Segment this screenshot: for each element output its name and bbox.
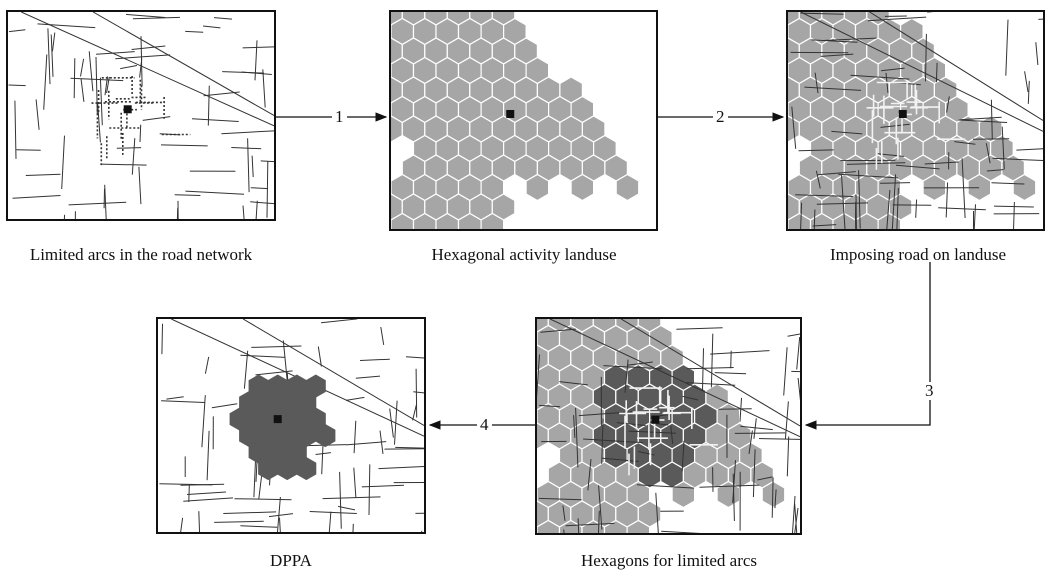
center-point <box>123 105 132 114</box>
hexagon-grid <box>391 12 640 229</box>
step-label-2: 2 <box>713 108 728 126</box>
panel-road-on-landuse <box>786 10 1045 231</box>
road-network <box>537 319 800 533</box>
road-network <box>790 12 1043 229</box>
caption-road-network: Limited arcs in the road network <box>29 245 253 264</box>
center-point <box>273 415 282 424</box>
panel-hex-landuse <box>389 10 658 231</box>
limited-arcs <box>866 80 966 170</box>
hexagon-grid <box>537 319 786 533</box>
center-point <box>506 109 515 118</box>
panel-dppa <box>156 317 426 534</box>
hexagon-grid <box>788 12 1037 229</box>
caption-road-on-landuse: Imposing road on landuse <box>829 245 1007 264</box>
caption-hex-limited-arcs: Hexagons for limited arcs <box>580 551 758 570</box>
dppa-area <box>229 374 336 481</box>
limited-arcs <box>619 386 718 476</box>
caption-dppa: DPPA <box>270 551 312 570</box>
panel-road-network <box>6 10 276 221</box>
step-label-1: 1 <box>332 108 347 126</box>
arrow-step-3 <box>804 262 931 430</box>
step-label-3: 3 <box>922 382 937 400</box>
center-point <box>898 109 907 118</box>
caption-hex-landuse: Hexagonal activity landuse <box>431 245 617 264</box>
limited-arcs <box>91 76 191 166</box>
panel-hex-limited-arcs <box>535 317 802 535</box>
road-network <box>8 12 274 219</box>
step-label-4: 4 <box>477 416 492 434</box>
center-point <box>651 415 660 424</box>
